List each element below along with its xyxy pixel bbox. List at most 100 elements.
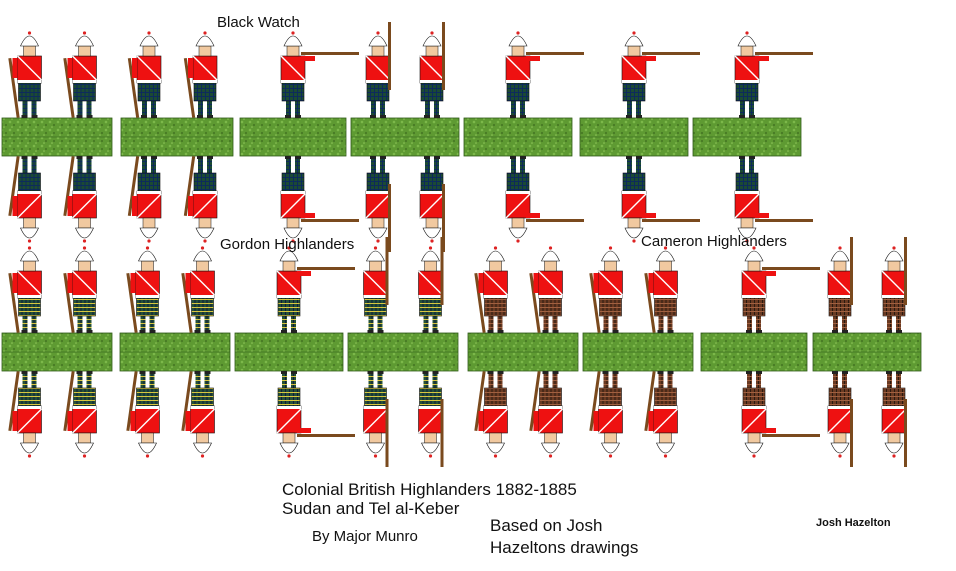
figure-part	[86, 315, 92, 331]
figure-part	[425, 217, 439, 229]
soldier-figure-mirror	[589, 371, 623, 458]
figure-part	[183, 156, 196, 216]
figure-part	[286, 217, 300, 229]
figure-part	[76, 156, 83, 159]
figure-part	[67, 196, 73, 216]
figure-part	[291, 315, 296, 331]
figure-part	[368, 373, 374, 389]
figure-part	[762, 434, 820, 437]
figure-part	[12, 196, 18, 216]
figure-part	[8, 371, 20, 431]
figure-part	[297, 434, 355, 437]
figure-part	[380, 156, 386, 159]
figure-part	[624, 227, 644, 239]
figure-part	[285, 156, 291, 159]
figure-part	[193, 442, 212, 454]
figure-part	[297, 428, 311, 433]
figure-part	[648, 273, 654, 293]
figure-part	[526, 52, 584, 55]
soldier-figure-mirror	[8, 156, 42, 243]
figure-part	[196, 260, 209, 272]
figure-part	[422, 227, 442, 239]
figure-part	[612, 373, 618, 389]
figure-part	[82, 31, 87, 35]
figure-part	[440, 237, 444, 305]
figure-part	[598, 270, 623, 296]
figure-part	[72, 295, 97, 298]
figure-part	[376, 31, 380, 35]
figure-part	[76, 115, 83, 118]
figure-part	[737, 227, 757, 239]
figure-part	[424, 432, 437, 444]
figure-part	[474, 273, 486, 333]
figure-part	[31, 373, 37, 389]
figure-part	[193, 191, 217, 194]
figure-part	[363, 406, 388, 409]
figure-part	[286, 100, 291, 116]
figure-part	[136, 193, 162, 219]
figure-part	[539, 387, 562, 408]
figure-part	[86, 371, 93, 374]
figure-part	[599, 296, 622, 317]
figure-part	[850, 399, 853, 467]
figure-part	[86, 100, 92, 116]
figure-part	[602, 330, 609, 333]
figure-part	[380, 115, 386, 118]
figure-part	[493, 454, 498, 458]
soldier-figure-mirror	[276, 371, 355, 458]
figure-part	[497, 315, 503, 331]
figure-part	[418, 408, 443, 434]
figure-part	[77, 158, 83, 174]
figure-part	[277, 406, 301, 409]
figure-part	[425, 158, 430, 174]
figure-part	[658, 315, 664, 331]
figure-part	[204, 371, 211, 374]
figure-part	[542, 330, 549, 333]
figure-part	[487, 371, 494, 374]
figure-part	[478, 273, 484, 293]
figure-part	[17, 406, 42, 409]
soldier-figure	[827, 237, 853, 333]
figure-part	[75, 227, 94, 239]
sheet-title-line1: Colonial British Highlanders 1882-1885	[282, 480, 577, 499]
figure-part	[194, 330, 201, 333]
figure-part	[279, 442, 299, 454]
figure-part	[285, 115, 291, 118]
figure-part	[734, 193, 760, 219]
figure-part	[371, 100, 376, 116]
figure-part	[12, 411, 18, 431]
figure-part	[282, 260, 296, 272]
figure-part	[740, 217, 754, 229]
figure-part	[601, 250, 620, 262]
figure-part	[533, 273, 539, 293]
figure-part	[141, 115, 147, 118]
figure-part	[369, 260, 382, 272]
figure-part	[127, 156, 140, 216]
figure-part	[746, 371, 752, 374]
figure-part	[149, 371, 156, 374]
soldier-figure	[183, 31, 218, 118]
figure-part	[483, 270, 508, 296]
figure-part	[505, 193, 531, 219]
figure-part	[508, 35, 528, 47]
figure-part	[18, 81, 41, 102]
figure-part	[286, 45, 300, 57]
figure-part	[366, 442, 385, 454]
figure-part	[22, 373, 28, 389]
figure-part	[762, 267, 820, 270]
figure-part	[279, 250, 299, 262]
figure-part	[755, 219, 813, 222]
figure-part	[896, 315, 901, 331]
figure-part	[884, 250, 904, 262]
figure-part	[193, 250, 212, 262]
cameron-highlanders-label: Cameron Highlanders	[641, 233, 787, 250]
figure-part	[291, 373, 296, 389]
figure-part	[747, 373, 752, 389]
figure-part	[147, 31, 151, 35]
figure-part	[654, 296, 677, 317]
figure-part	[749, 115, 755, 118]
figure-part	[842, 373, 847, 389]
soldier-figure-mirror	[621, 156, 700, 243]
figure-part	[420, 80, 444, 83]
figure-part	[735, 172, 759, 193]
